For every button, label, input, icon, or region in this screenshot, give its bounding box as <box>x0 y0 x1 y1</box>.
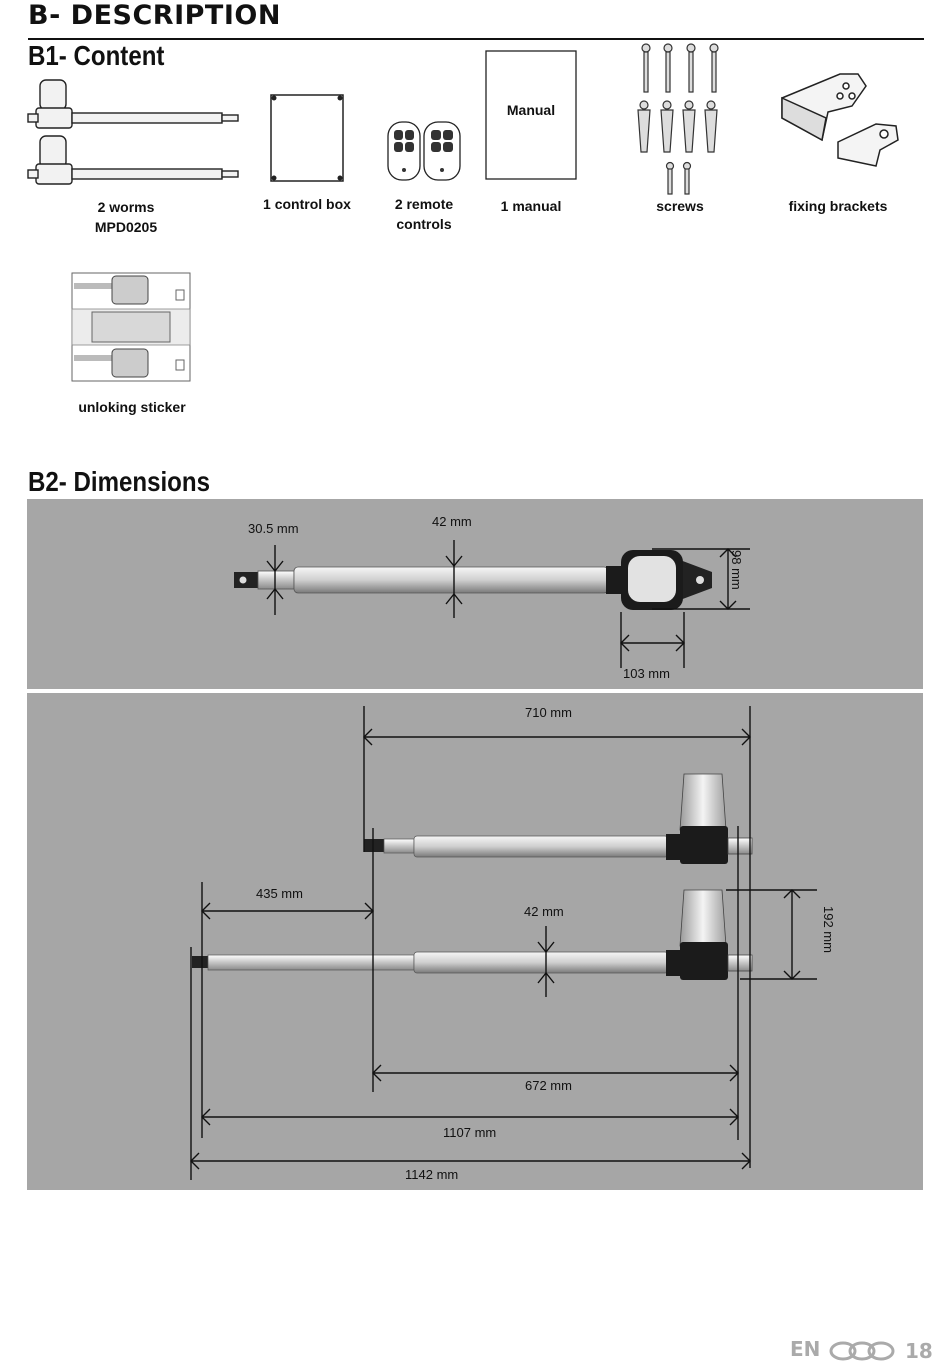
page-number: 18 <box>905 1339 933 1363</box>
